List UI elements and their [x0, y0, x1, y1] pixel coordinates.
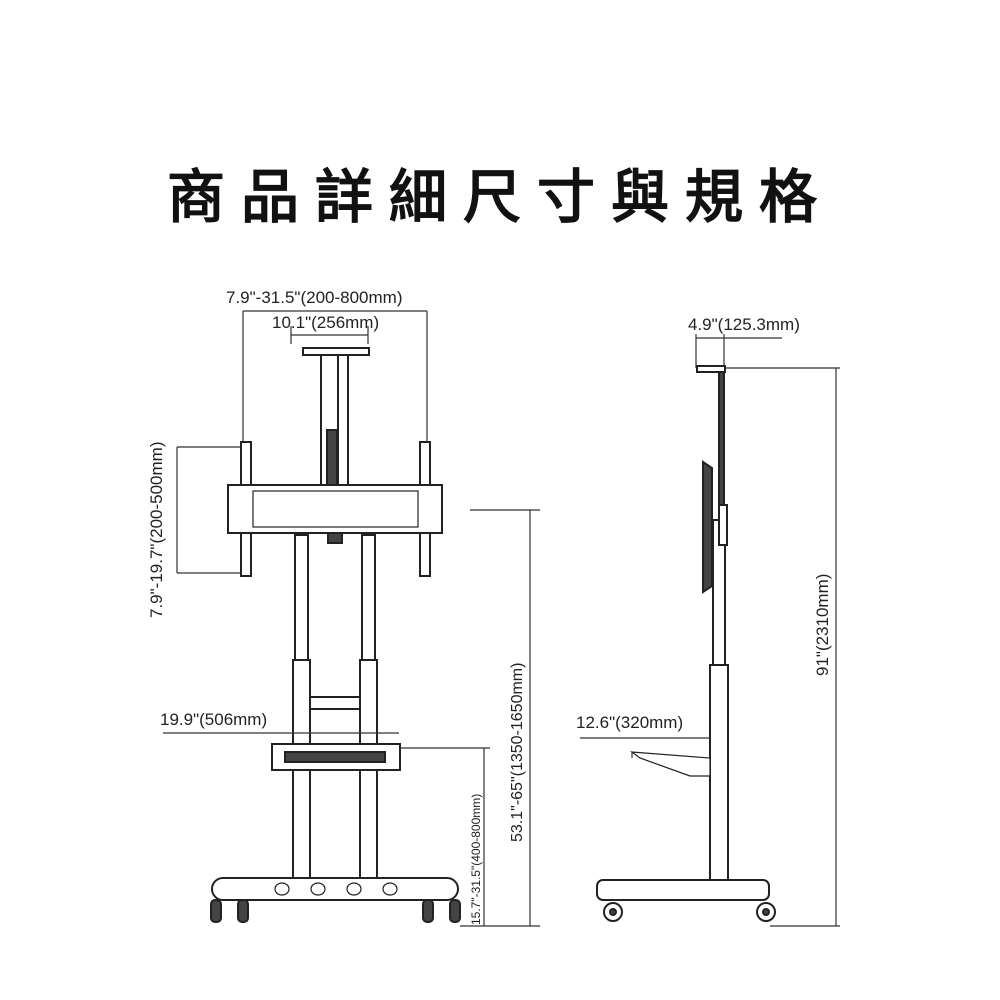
shelf-height-label: 15.7"-31.5"(400-800mm) [469, 794, 483, 925]
vesa-width-label: 7.9"-31.5"(200-800mm) [226, 288, 402, 307]
side-caster-back-hub [762, 908, 770, 916]
base-hole-2 [310, 882, 326, 896]
mount-height-label: 53.1"-65"(1350-1650mm) [509, 663, 526, 842]
front-view: 7.9"-31.5"(200-800mm) 10.1"(256mm) 7.9"-… [147, 288, 540, 927]
side-clamp [718, 504, 728, 546]
vesa-height-label: 7.9"-19.7"(200-500mm) [147, 442, 166, 618]
page-title: 商品詳細尺寸與規格 [166, 163, 833, 231]
shelf-depth-label: 12.6"(320mm) [576, 713, 683, 732]
top-bracket [302, 347, 370, 356]
total-height-label: 91"(2310mm) [813, 574, 832, 676]
side-caster-front-hub [609, 908, 617, 916]
mounting-plate-inner [252, 490, 419, 528]
side-top-cap [696, 365, 726, 373]
column-spacing-label: 10.1"(256mm) [272, 313, 379, 332]
caster-4 [449, 899, 461, 923]
side-lower-column [709, 664, 729, 881]
side-upper-column [718, 371, 725, 523]
base-hole-4 [382, 882, 398, 896]
base-hole-1 [274, 882, 290, 896]
base-bar [211, 877, 459, 901]
caster-2 [237, 899, 249, 923]
side-shelf-bracket [629, 751, 711, 777]
base-hole-3 [346, 882, 362, 896]
side-view: 4.9"(125.3mm) 91"(2310mm) 12.6"(320mm) [576, 315, 840, 927]
caster-1 [210, 899, 222, 923]
shelf-width-label: 19.9"(506mm) [160, 710, 267, 729]
side-base [596, 879, 770, 901]
cross-bar [309, 696, 361, 710]
caster-3 [422, 899, 434, 923]
upper-column-shade [326, 429, 338, 486]
shelf-inner [284, 751, 386, 763]
top-depth-label: 4.9"(125.3mm) [688, 315, 800, 334]
upper-column-right [337, 354, 349, 486]
side-vesa-plate [702, 460, 713, 594]
plate-clamp [327, 532, 343, 544]
